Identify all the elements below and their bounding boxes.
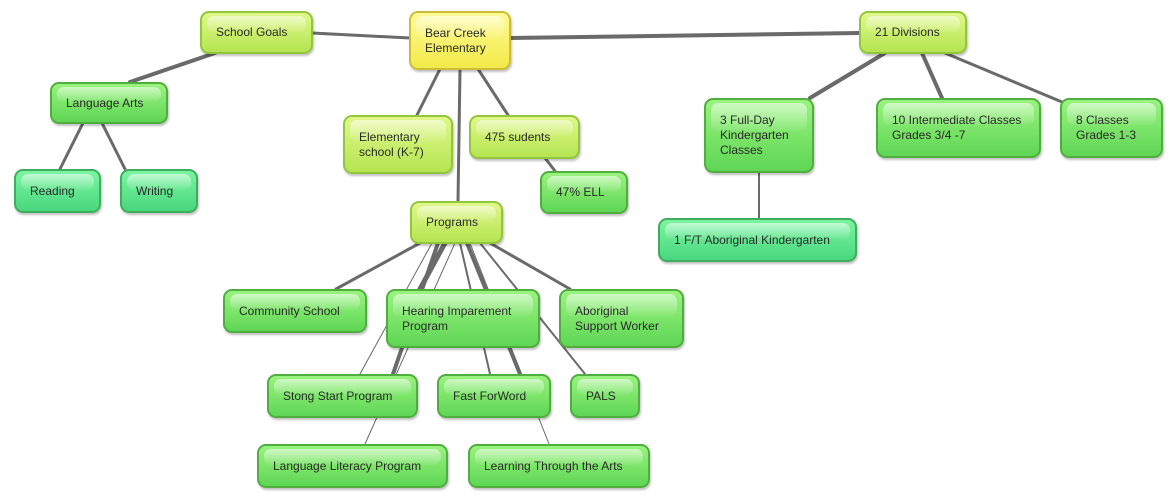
node-reading[interactable]: Reading bbox=[14, 169, 101, 213]
node-writing[interactable]: Writing bbox=[120, 169, 198, 213]
node-label: 3 Full-Day Kindergarten Classes bbox=[720, 113, 789, 157]
node-intermediate-classes[interactable]: 10 Intermediate Classes Grades 3/4 -7 bbox=[876, 98, 1041, 158]
link-school_goals-to-root bbox=[310, 31, 412, 40]
link-school_goals-to-language_arts bbox=[128, 51, 217, 84]
node-21-divisions[interactable]: 21 Divisions bbox=[859, 11, 967, 54]
node-label: 21 Divisions bbox=[875, 25, 940, 39]
node-pals[interactable]: PALS bbox=[570, 374, 640, 418]
node-label: PALS bbox=[586, 388, 616, 403]
node-label: Reading bbox=[30, 183, 75, 198]
node-47-percent-ell[interactable]: 47% ELL bbox=[540, 171, 628, 214]
node-school-goals[interactable]: School Goals bbox=[200, 11, 313, 54]
node-strong-start-program[interactable]: Stong Start Program bbox=[267, 374, 418, 418]
link-language_arts-to-reading bbox=[58, 121, 85, 171]
link-divisions-to-intermediate bbox=[920, 51, 944, 100]
node-label: Learning Through the Arts bbox=[484, 458, 623, 473]
node-label: Language Arts bbox=[66, 95, 144, 110]
node-label: 10 Intermediate Classes Grades 3/4 -7 bbox=[892, 113, 1022, 142]
node-label: Elementary school (K-7) bbox=[359, 129, 424, 159]
node-programs[interactable]: Programs bbox=[410, 201, 503, 244]
link-divisions-to-kindergarten bbox=[808, 51, 887, 100]
node-bear-creek-elementary[interactable]: Bear Creek Elementary bbox=[409, 11, 511, 70]
node-elementary-school[interactable]: Elementary school (K-7) bbox=[343, 115, 453, 174]
node-full-day-kindergarten[interactable]: 3 Full-Day Kindergarten Classes bbox=[704, 98, 814, 173]
link-root-to-divisions bbox=[508, 31, 862, 40]
link-root-to-elementary bbox=[415, 67, 442, 117]
node-label: 475 sudents bbox=[485, 129, 551, 144]
link-programs-to-aboriginal_support bbox=[488, 241, 572, 291]
node-label: Fast ForWord bbox=[453, 388, 527, 403]
node-label: Community School bbox=[239, 303, 340, 318]
node-label: Stong Start Program bbox=[283, 388, 393, 403]
node-fast-forword[interactable]: Fast ForWord bbox=[437, 374, 551, 418]
node-aboriginal-kindergarten[interactable]: 1 F/T Aboriginal Kindergarten bbox=[658, 218, 857, 262]
node-label: Aboriginal Support Worker bbox=[575, 303, 659, 333]
node-classes-grades-1-3[interactable]: 8 Classes Grades 1-3 bbox=[1060, 98, 1163, 158]
link-students-to-ell bbox=[543, 156, 557, 173]
node-label: 8 Classes Grades 1-3 bbox=[1076, 113, 1137, 142]
node-learning-through-the-arts[interactable]: Learning Through the Arts bbox=[468, 444, 650, 488]
node-label: Hearing Imparement Program bbox=[402, 303, 512, 333]
link-language_arts-to-writing bbox=[100, 121, 127, 171]
node-label: Language Literacy Program bbox=[273, 458, 422, 473]
node-language-literacy-program[interactable]: Language Literacy Program bbox=[257, 444, 448, 488]
node-label: Writing bbox=[136, 183, 174, 198]
node-language-arts[interactable]: Language Arts bbox=[50, 82, 168, 124]
node-community-school[interactable]: Community School bbox=[223, 289, 367, 333]
node-label: School Goals bbox=[216, 25, 288, 39]
link-root-to-students bbox=[476, 67, 510, 117]
link-divisions-to-classes_1_3 bbox=[943, 51, 1064, 104]
node-aboriginal-support-worker[interactable]: Aboriginal Support Worker bbox=[559, 289, 684, 348]
node-label: 1 F/T Aboriginal Kindergarten bbox=[674, 232, 830, 247]
node-label: Programs bbox=[426, 215, 479, 229]
link-root-to-programs bbox=[456, 67, 462, 203]
node-label: 47% ELL bbox=[556, 185, 605, 199]
node-hearing-impairment-program[interactable]: Hearing Imparement Program bbox=[386, 289, 540, 348]
node-label: Bear Creek Elementary bbox=[425, 25, 486, 55]
link-programs-to-community bbox=[334, 241, 422, 291]
node-475-students[interactable]: 475 sudents bbox=[469, 115, 580, 159]
